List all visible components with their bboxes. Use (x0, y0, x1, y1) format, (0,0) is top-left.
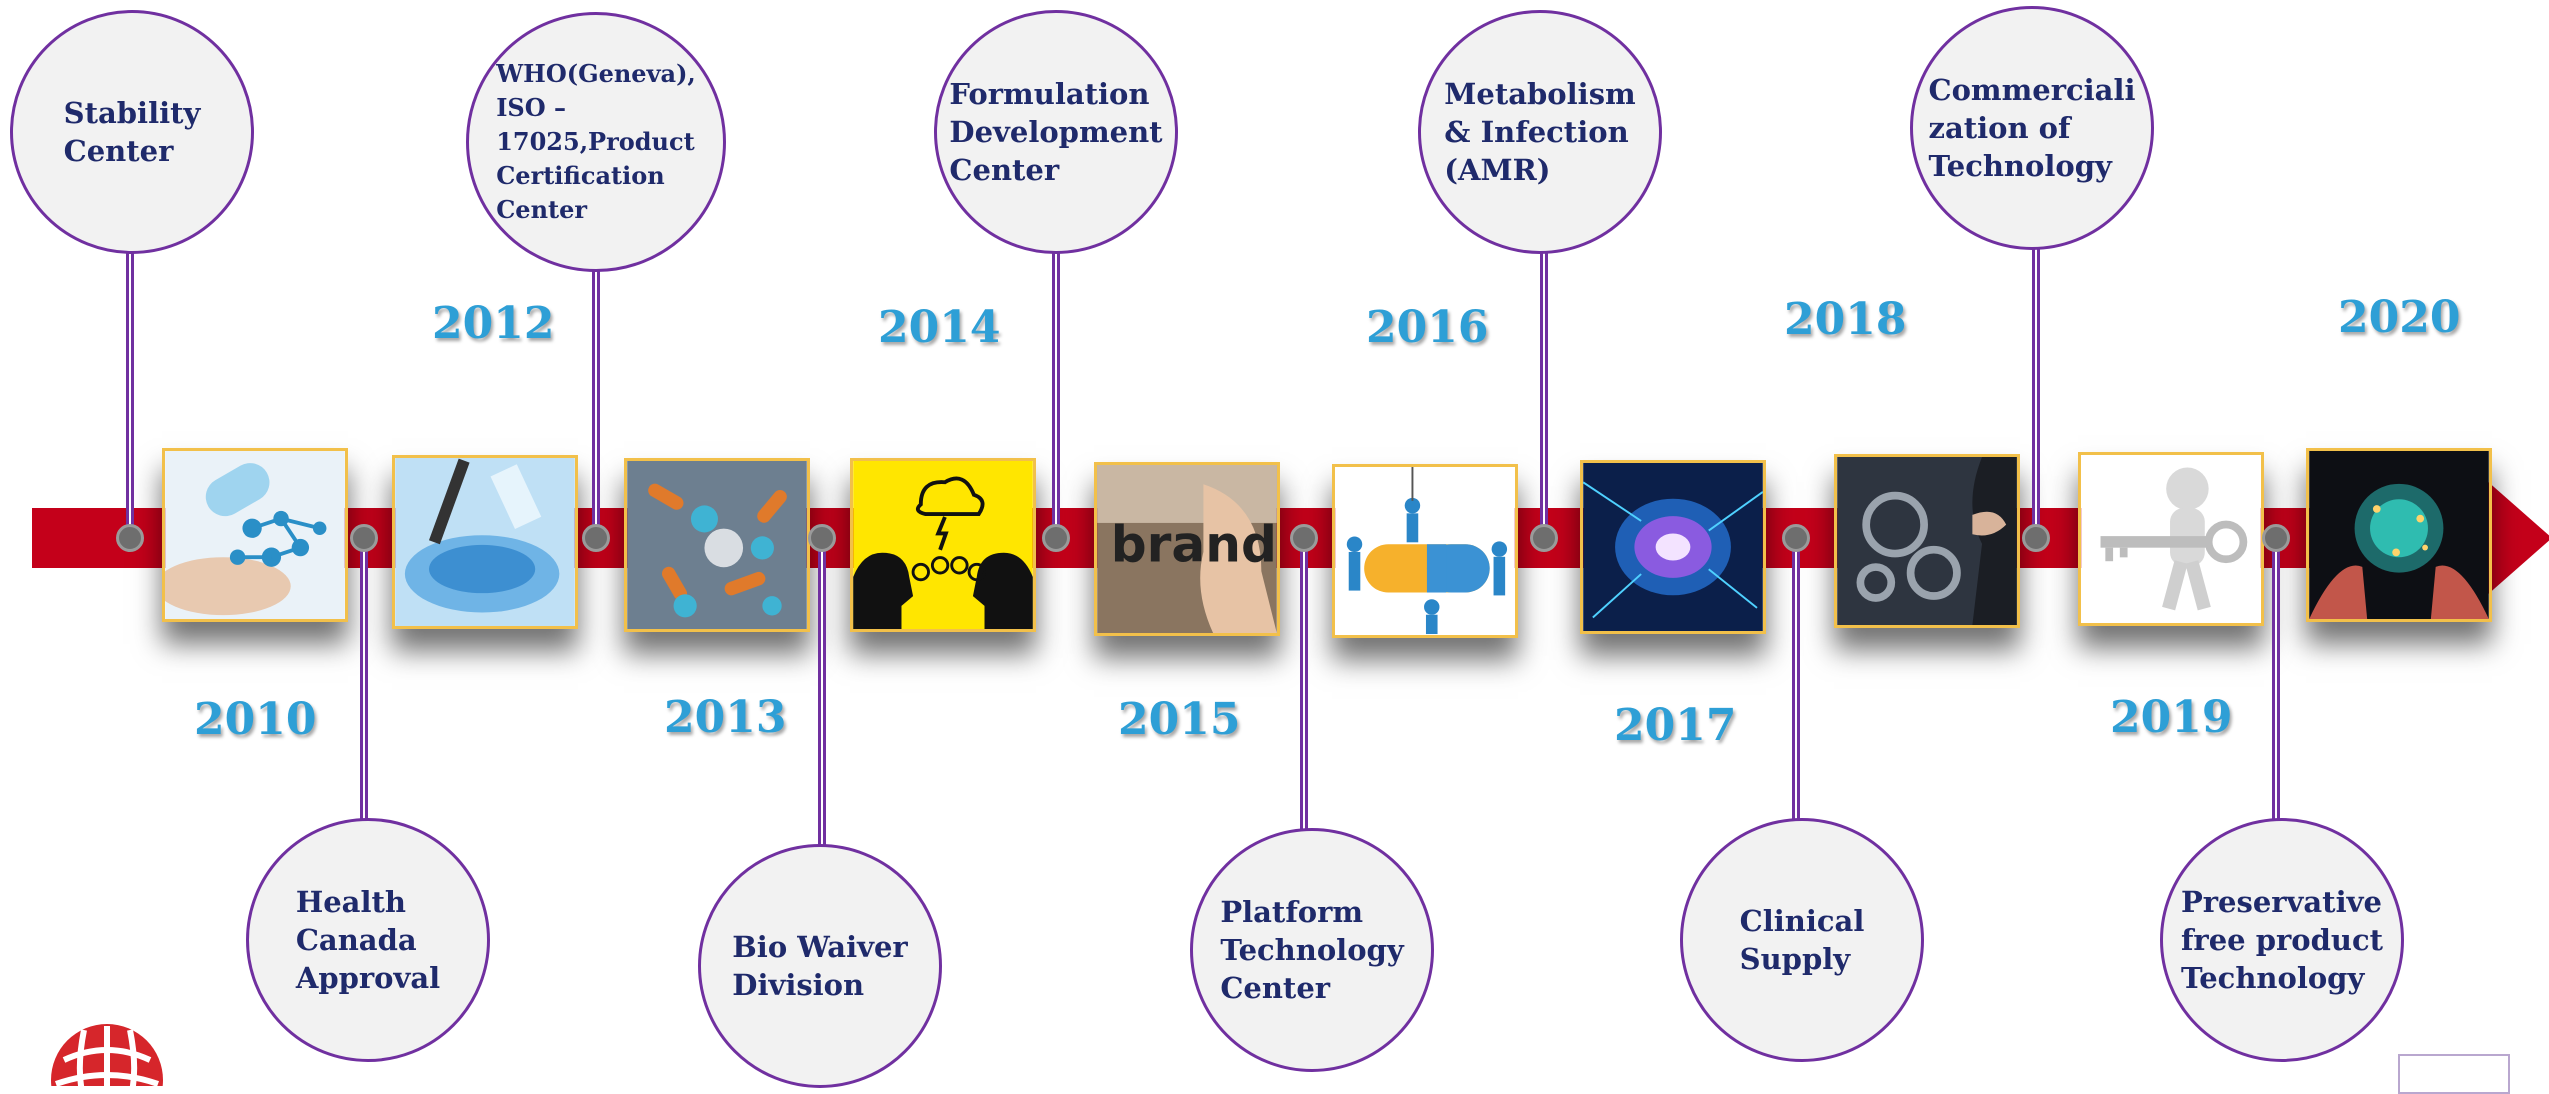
milestone-label: Commerciali zation of Technology (1928, 73, 2136, 183)
timeline-dot-4 (808, 524, 836, 552)
brand-word: brand (1111, 515, 1277, 574)
timeline-dot-6 (1290, 524, 1318, 552)
stem-lower-4 (1792, 540, 1800, 820)
digital-brain-icon (1583, 463, 1763, 631)
tile-laboratory-pipette-icon (392, 455, 578, 629)
milestone-circle: Bio Waiver Division (698, 844, 942, 1088)
milestone-label: Clinical Supply (1739, 904, 1865, 976)
key-figure-icon (2081, 455, 2261, 623)
timeline-dot-10 (2262, 524, 2290, 552)
milestone-label: Stability Center (63, 96, 201, 168)
timeline-dot-7 (1530, 524, 1558, 552)
molecule-hand-icon (165, 451, 345, 619)
tile-digital-brain-icon (1580, 460, 1766, 634)
glowing-globe-hands-icon (2309, 451, 2489, 619)
timeline-dot-5 (1042, 524, 1070, 552)
milestone-label: Preservative free product Technology (2180, 885, 2384, 995)
timeline-dot-3 (582, 524, 610, 552)
stem-upper-2 (592, 266, 600, 540)
stem-lower-3 (1300, 540, 1308, 830)
year-label: 2012 (432, 298, 555, 349)
year-label: 2013 (664, 692, 787, 743)
year-label: 2019 (2110, 692, 2233, 743)
milestone-circle: Preservative free product Technology (2160, 818, 2404, 1062)
milestone-label: Platform Technology Center (1220, 895, 1404, 1005)
year-label: 2010 (194, 694, 317, 745)
timeline-arrow-head (2486, 480, 2549, 596)
year-label: 2014 (878, 302, 1001, 353)
timeline-dot-8 (1782, 524, 1810, 552)
bacteria-icon (627, 461, 807, 629)
timeline-dot-9 (2022, 524, 2050, 552)
year-label: 2018 (1784, 294, 1907, 345)
milestone-circle: WHO(Geneva), ISO – 17025,Product Certifi… (466, 12, 726, 272)
milestone-circle: Stability Center (10, 10, 254, 254)
year-label: 2020 (2338, 292, 2461, 343)
tile-molecule-hand-icon (162, 448, 348, 622)
milestone-label: Bio Waiver Division (732, 930, 908, 1002)
milestone-label: Formulation Development Center (949, 77, 1163, 187)
stem-upper-4 (1540, 250, 1548, 540)
tile-capsule-team-icon (1332, 464, 1518, 638)
company-logo-icon (44, 1020, 170, 1086)
stem-upper-3 (1052, 250, 1060, 540)
year-label: 2015 (1118, 694, 1241, 745)
tile-glowing-globe-hands-icon (2306, 448, 2492, 622)
year-label: 2017 (1614, 700, 1737, 751)
milestone-circle: Platform Technology Center (1190, 828, 1434, 1072)
milestone-circle: Formulation Development Center (934, 10, 1178, 254)
milestone-label: Metabolism & Infection (AMR) (1444, 77, 1636, 187)
timeline-dot-2 (350, 524, 378, 552)
tile-gears-hand-icon (1834, 454, 2020, 628)
brainstorm-heads-icon (853, 461, 1033, 629)
year-label: 2016 (1366, 302, 1489, 353)
stem-lower-5 (2272, 540, 2280, 820)
tile-brand-icon: brand (1094, 462, 1280, 636)
milestone-circle: Clinical Supply (1680, 818, 1924, 1062)
stem-lower-2 (818, 540, 826, 848)
capsule-team-icon (1335, 467, 1515, 635)
milestone-circle: Metabolism & Infection (AMR) (1418, 10, 1662, 254)
stem-lower-1 (360, 540, 368, 820)
milestone-circle: Health Canada Approval (246, 818, 490, 1062)
milestone-label: WHO(Geneva), ISO – 17025,Product Certifi… (496, 59, 696, 224)
milestone-circle: Commerciali zation of Technology (1910, 6, 2154, 250)
brand-icon: brand (1097, 465, 1277, 633)
corner-box (2398, 1054, 2510, 1094)
tile-brainstorm-heads-icon (850, 458, 1036, 632)
gears-hand-icon (1837, 457, 2017, 625)
tile-bacteria-icon (624, 458, 810, 632)
milestone-label: Health Canada Approval (295, 885, 441, 995)
stem-upper-1 (126, 250, 134, 540)
stem-upper-5 (2032, 246, 2040, 540)
laboratory-pipette-icon (395, 458, 575, 626)
tile-key-figure-icon (2078, 452, 2264, 626)
timeline-dot-1 (116, 524, 144, 552)
